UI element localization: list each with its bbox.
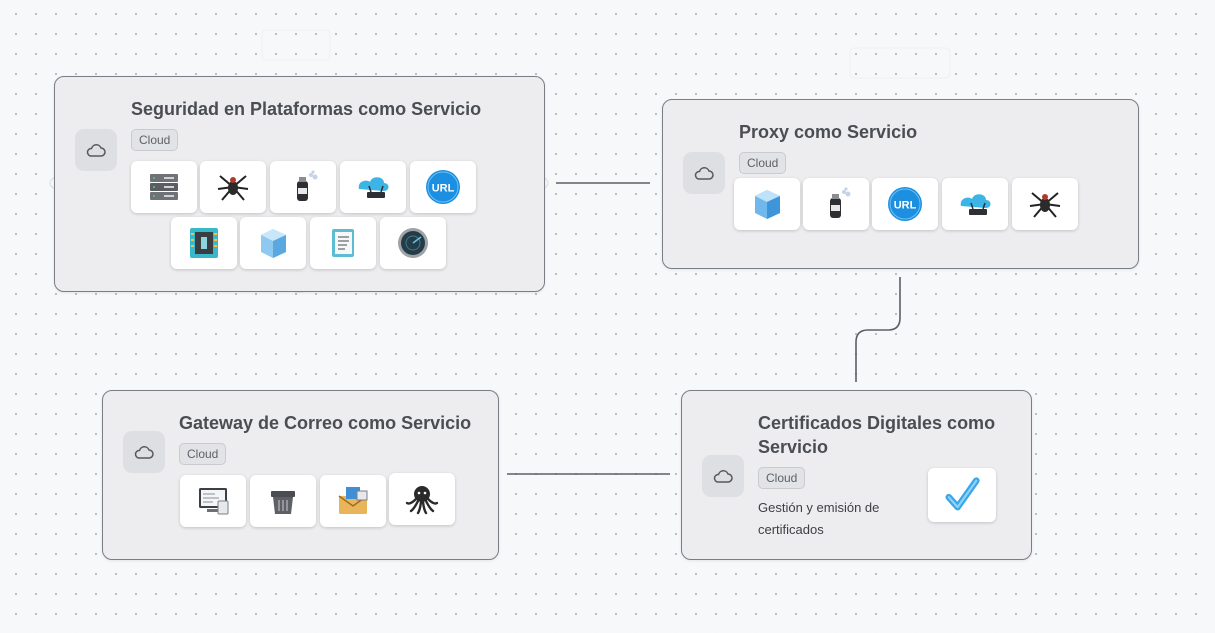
cloud-icon-button[interactable]: [683, 152, 725, 194]
spider-bug-icon[interactable]: [1012, 178, 1078, 230]
network-router-icon[interactable]: [942, 178, 1008, 230]
shredder-bin-icon[interactable]: [250, 475, 316, 527]
cloud-icon: [134, 446, 154, 459]
octopus-icon[interactable]: [389, 473, 455, 525]
url-badge-icon[interactable]: URL: [410, 161, 476, 213]
cloud-icon-button[interactable]: [702, 455, 744, 497]
cloud-icon: [694, 167, 714, 180]
monitor-screen-icon[interactable]: [180, 475, 246, 527]
svg-text:URL: URL: [894, 200, 917, 212]
cloud-icon-button[interactable]: [75, 129, 117, 171]
cloud-icon-button[interactable]: [123, 431, 165, 473]
document-clipboard-icon[interactable]: [310, 217, 376, 269]
cloud-badge: Cloud: [758, 467, 806, 489]
node-title: Seguridad en Plataformas como Servicio: [131, 99, 482, 119]
node-title: Proxy como Servicio: [739, 122, 918, 142]
radar-dial-icon[interactable]: [380, 217, 446, 269]
spray-can-icon[interactable]: [803, 178, 869, 230]
node-description: Gestión y emisión de certificados: [758, 500, 880, 537]
cloud-icon: [713, 470, 733, 483]
server-rack-icon[interactable]: [131, 161, 197, 213]
connector-proxy-certificados: [855, 277, 901, 382]
cloud-badge: Cloud: [179, 443, 227, 465]
svg-text:URL: URL: [432, 183, 455, 195]
ice-cube-icon[interactable]: [734, 178, 800, 230]
spray-can-icon[interactable]: [270, 161, 336, 213]
network-router-icon[interactable]: [340, 161, 406, 213]
spider-bug-icon[interactable]: [200, 161, 266, 213]
node-title: Certificados Digitales como Servicio: [758, 413, 996, 457]
cloud-badge: Cloud: [739, 152, 787, 174]
cloud-badge: Cloud: [131, 129, 179, 151]
node-seguridad-paas[interactable]: Seguridad en Plataformas como Servicio C…: [54, 76, 545, 292]
mail-envelope-icon[interactable]: [320, 475, 386, 527]
node-certificados-digitales[interactable]: Certificados Digitales como Servicio Clo…: [681, 390, 1032, 560]
url-badge-icon[interactable]: URL: [872, 178, 938, 230]
ice-cube-icon[interactable]: [240, 217, 306, 269]
node-gateway-correo[interactable]: Gateway de Correo como Servicio Cloud: [102, 390, 499, 560]
checkmark-icon[interactable]: [928, 468, 996, 522]
circuit-chip-icon[interactable]: [171, 217, 237, 269]
node-title: Gateway de Correo como Servicio: [179, 413, 472, 433]
node-proxy[interactable]: Proxy como Servicio Cloud URL: [662, 99, 1139, 269]
cloud-icon: [86, 144, 106, 157]
